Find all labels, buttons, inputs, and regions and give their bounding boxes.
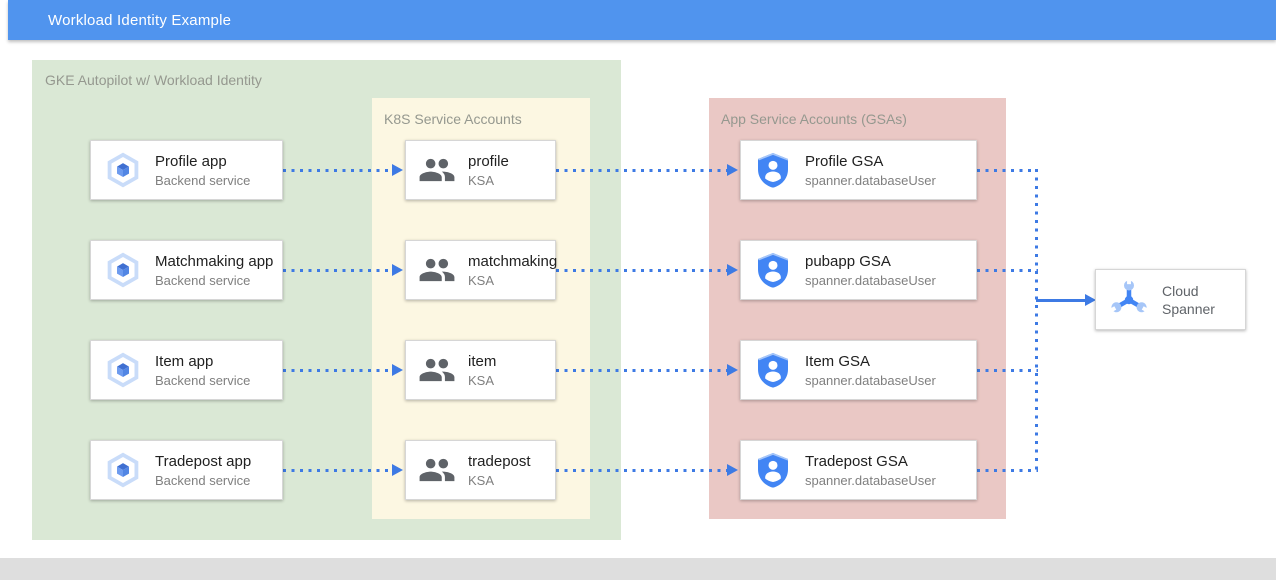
- node-item-ksa[interactable]: item KSA: [405, 340, 556, 400]
- node-matchmaking-app[interactable]: Matchmaking app Backend service: [90, 240, 283, 300]
- node-title: item: [468, 352, 497, 370]
- connector-gsa-spine-4: [977, 469, 1038, 472]
- node-pubapp-gsa[interactable]: pubapp GSA spanner.databaseUser: [740, 240, 977, 300]
- shield-user-icon: [758, 153, 788, 188]
- node-title: tradepost: [468, 452, 531, 470]
- node-subtitle: KSA: [468, 272, 495, 288]
- node-title: matchmaking: [468, 252, 558, 270]
- node-title: Profile GSA: [805, 152, 884, 170]
- connector-app-ksa-2: [283, 269, 392, 272]
- arrowhead-icon: [1085, 294, 1096, 306]
- connector-app-ksa-3: [283, 369, 392, 372]
- connector-spine-vertical: [1035, 169, 1038, 472]
- node-item-gsa[interactable]: Item GSA spanner.databaseUser: [740, 340, 977, 400]
- node-matchmaking-ksa[interactable]: matchmaking KSA: [405, 240, 558, 300]
- gke-hexagon-icon: [107, 252, 139, 288]
- node-title: Cloud Spanner: [1162, 282, 1215, 317]
- node-tradepost-gsa[interactable]: Tradepost GSA spanner.databaseUser: [740, 440, 977, 500]
- node-title: Matchmaking app: [155, 252, 274, 270]
- gke-hexagon-icon: [107, 152, 139, 188]
- arrowhead-icon: [392, 464, 403, 476]
- shield-user-icon: [758, 253, 788, 288]
- node-title: Tradepost GSA: [805, 452, 908, 470]
- node-subtitle: spanner.databaseUser: [805, 172, 936, 188]
- page-title: Workload Identity Example: [48, 11, 232, 29]
- node-subtitle: KSA: [468, 372, 495, 388]
- connector-ksa-gsa-4: [556, 469, 727, 472]
- node-tradepost-app[interactable]: Tradepost app Backend service: [90, 440, 283, 500]
- node-subtitle: Backend service: [155, 472, 251, 488]
- node-title: Tradepost app: [155, 452, 252, 470]
- gke-hexagon-icon: [107, 352, 139, 388]
- people-icon: [419, 358, 455, 382]
- shield-user-icon: [758, 353, 788, 388]
- node-title: Item GSA: [805, 352, 871, 370]
- node-subtitle: Backend service: [155, 372, 251, 388]
- arrowhead-icon: [727, 264, 738, 276]
- gke-container-title: GKE Autopilot w/ Workload Identity: [45, 72, 262, 88]
- node-profile-gsa[interactable]: Profile GSA spanner.databaseUser: [740, 140, 977, 200]
- node-subtitle: Backend service: [155, 172, 251, 188]
- node-subtitle: spanner.databaseUser: [805, 272, 936, 288]
- connector-gsa-spine-2: [977, 269, 1038, 272]
- node-title: profile: [468, 152, 509, 170]
- connector-spine-spanner: [1036, 299, 1086, 302]
- connector-app-ksa-1: [283, 169, 392, 172]
- node-profile-app[interactable]: Profile app Backend service: [90, 140, 283, 200]
- connector-gsa-spine-1: [977, 169, 1038, 172]
- node-profile-ksa[interactable]: profile KSA: [405, 140, 556, 200]
- gke-hexagon-icon: [107, 452, 139, 488]
- connector-ksa-gsa-1: [556, 169, 727, 172]
- arrowhead-icon: [392, 264, 403, 276]
- node-item-app[interactable]: Item app Backend service: [90, 340, 283, 400]
- node-title: Item app: [155, 352, 214, 370]
- connector-gsa-spine-3: [977, 369, 1038, 372]
- arrowhead-icon: [727, 464, 738, 476]
- node-subtitle: spanner.databaseUser: [805, 372, 936, 388]
- arrowhead-icon: [727, 364, 738, 376]
- node-cloud-spanner[interactable]: Cloud Spanner: [1095, 269, 1246, 330]
- shield-user-icon: [758, 453, 788, 488]
- title-bar: Workload Identity Example: [8, 0, 1276, 40]
- spanner-wrench-icon: [1108, 278, 1150, 315]
- node-subtitle: spanner.databaseUser: [805, 472, 936, 488]
- node-tradepost-ksa[interactable]: tradepost KSA: [405, 440, 556, 500]
- people-icon: [419, 458, 455, 482]
- people-icon: [419, 258, 455, 282]
- gsa-container-title: App Service Accounts (GSAs): [721, 111, 907, 127]
- connector-ksa-gsa-2: [556, 269, 727, 272]
- connector-app-ksa-4: [283, 469, 392, 472]
- arrowhead-icon: [727, 164, 738, 176]
- node-subtitle: Backend service: [155, 272, 251, 288]
- bottom-strip: [0, 558, 1276, 580]
- node-subtitle: KSA: [468, 172, 495, 188]
- node-subtitle: KSA: [468, 472, 495, 488]
- people-icon: [419, 158, 455, 182]
- arrowhead-icon: [392, 364, 403, 376]
- connector-ksa-gsa-3: [556, 369, 727, 372]
- node-title: pubapp GSA: [805, 252, 891, 270]
- node-title: Profile app: [155, 152, 227, 170]
- ksa-container-title: K8S Service Accounts: [384, 111, 522, 127]
- arrowhead-icon: [392, 164, 403, 176]
